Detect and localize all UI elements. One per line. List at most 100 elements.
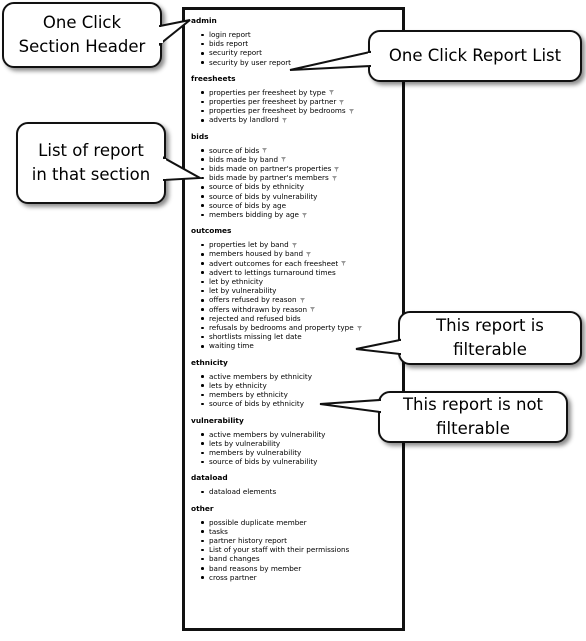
report-label: members by ethnicity bbox=[209, 390, 288, 400]
report-link[interactable]: lets by vulnerability bbox=[201, 439, 402, 448]
report-link[interactable]: members by vulnerability bbox=[201, 447, 402, 457]
report-link[interactable]: lets by ethnicity bbox=[201, 381, 402, 390]
callout-text: filterable bbox=[436, 419, 510, 438]
report-link[interactable]: login report bbox=[201, 30, 402, 39]
report-label: source of bids bbox=[209, 145, 260, 155]
report-link[interactable]: source of bids by age bbox=[201, 200, 402, 210]
report-link[interactable]: source of bids by ethnicity bbox=[201, 182, 402, 191]
report-link[interactable]: rejected and refused bids bbox=[201, 313, 402, 323]
report-link[interactable]: source of bids by vulnerability bbox=[201, 457, 402, 467]
report-label: bids made on partner's properties bbox=[209, 164, 332, 174]
report-label: source of bids by vulnerability bbox=[209, 191, 318, 201]
report-link[interactable]: adverts by landlord bbox=[201, 115, 402, 125]
filter-icon[interactable] bbox=[331, 175, 337, 181]
report-label: let by vulnerability bbox=[209, 286, 277, 296]
report-label: possible duplicate member bbox=[209, 517, 307, 527]
report-link[interactable]: band reasons by member bbox=[201, 563, 402, 573]
report-link[interactable]: advert outcomes for each freesheet bbox=[201, 258, 402, 268]
filter-icon[interactable] bbox=[301, 212, 307, 218]
report-label: login report bbox=[209, 30, 251, 39]
report-label: source of bids by vulnerability bbox=[209, 457, 318, 467]
filter-icon[interactable] bbox=[356, 325, 362, 331]
report-link[interactable]: partner history report bbox=[201, 535, 402, 545]
report-link[interactable]: bids made on partner's properties bbox=[201, 164, 402, 174]
section-header[interactable]: bids bbox=[191, 131, 209, 141]
report-link[interactable]: active members by vulnerability bbox=[201, 430, 402, 439]
section-header[interactable]: admin bbox=[191, 16, 217, 25]
report-label: members by vulnerability bbox=[209, 447, 302, 457]
callout-text: This report is not bbox=[402, 395, 544, 414]
report-link[interactable]: tasks bbox=[201, 527, 402, 536]
section-header[interactable]: freesheets bbox=[191, 73, 236, 83]
report-link[interactable]: offers withdrawn by reason bbox=[201, 305, 402, 314]
report-link[interactable]: security report bbox=[201, 48, 402, 57]
report-link[interactable]: source of bids by vulnerability bbox=[201, 191, 402, 201]
report-label: partner history report bbox=[209, 535, 287, 545]
filter-icon[interactable] bbox=[291, 242, 297, 248]
report-link[interactable]: List of your staff with their permission… bbox=[201, 545, 402, 555]
filter-icon[interactable] bbox=[262, 148, 268, 154]
report-link[interactable]: bids made by partner's members bbox=[201, 173, 402, 182]
filter-icon[interactable] bbox=[281, 117, 287, 123]
section-header[interactable]: vulnerability bbox=[191, 415, 244, 425]
report-link[interactable]: waiting time bbox=[201, 341, 402, 350]
filter-icon[interactable] bbox=[341, 261, 347, 267]
filter-icon[interactable] bbox=[306, 251, 312, 257]
report-label: rejected and refused bids bbox=[209, 313, 301, 323]
callout-text: in that section bbox=[31, 165, 151, 184]
report-link[interactable]: members bidding by age bbox=[201, 210, 402, 220]
filter-icon[interactable] bbox=[339, 99, 345, 105]
report-label: adverts by landlord bbox=[209, 115, 279, 125]
report-label: List of your staff with their permission… bbox=[209, 545, 350, 555]
section-header[interactable]: ethnicity bbox=[191, 357, 228, 367]
filter-icon[interactable] bbox=[334, 166, 340, 172]
report-link[interactable]: bids made by band bbox=[201, 155, 402, 164]
report-link[interactable]: source of bids bbox=[201, 145, 402, 155]
report-link[interactable]: properties per freesheet by bedrooms bbox=[201, 106, 402, 115]
filter-icon[interactable] bbox=[299, 297, 305, 303]
filter-icon[interactable] bbox=[328, 90, 334, 96]
callout-list-in-section: List of report in that section bbox=[16, 122, 166, 204]
callout-report-list: One Click Report List bbox=[368, 30, 582, 82]
filter-icon[interactable] bbox=[348, 108, 354, 114]
report-link[interactable]: let by vulnerability bbox=[201, 286, 402, 296]
report-link[interactable]: offers refused by reason bbox=[201, 295, 402, 304]
report-link[interactable]: members housed by band bbox=[201, 249, 402, 258]
report-link[interactable]: properties let by band bbox=[201, 240, 402, 249]
filter-icon[interactable] bbox=[310, 307, 316, 313]
report-label: band reasons by member bbox=[209, 563, 302, 573]
callout-text: One Click Report List bbox=[388, 46, 562, 65]
report-link[interactable]: properties per freesheet by partner bbox=[201, 97, 402, 106]
report-link[interactable]: security by user report bbox=[201, 58, 402, 67]
report-label: advert outcomes for each freesheet bbox=[209, 258, 339, 268]
report-link[interactable]: advert to lettings turnaround times bbox=[201, 268, 402, 277]
filter-icon[interactable] bbox=[281, 157, 287, 163]
section-header[interactable]: dataload bbox=[191, 473, 228, 483]
report-link[interactable]: source of bids by ethnicity bbox=[201, 399, 402, 408]
report-link[interactable]: cross partner bbox=[201, 573, 402, 582]
report-link[interactable]: let by ethnicity bbox=[201, 277, 402, 287]
report-link[interactable]: band changes bbox=[201, 554, 402, 564]
report-link[interactable]: members by ethnicity bbox=[201, 390, 402, 400]
report-link[interactable]: refusals by bedrooms and property type bbox=[201, 323, 402, 332]
report-link[interactable]: shortlists missing let date bbox=[201, 332, 402, 341]
section-header[interactable]: other bbox=[191, 503, 214, 513]
report-label: members bidding by age bbox=[209, 210, 299, 220]
report-link[interactable]: dataload elements bbox=[201, 487, 402, 496]
report-link[interactable]: bids report bbox=[201, 39, 402, 48]
report-label: let by ethnicity bbox=[209, 277, 263, 287]
report-link[interactable]: possible duplicate member bbox=[201, 517, 402, 527]
report-link[interactable]: active members by ethnicity bbox=[201, 372, 402, 381]
report-label: source of bids by age bbox=[209, 200, 287, 210]
callout-text: One Click bbox=[42, 13, 122, 32]
report-link[interactable]: properties per freesheet by type bbox=[201, 88, 402, 97]
section-header[interactable]: outcomes bbox=[191, 226, 232, 236]
callout-text: This report is bbox=[436, 316, 544, 335]
report-label: band changes bbox=[209, 554, 260, 564]
